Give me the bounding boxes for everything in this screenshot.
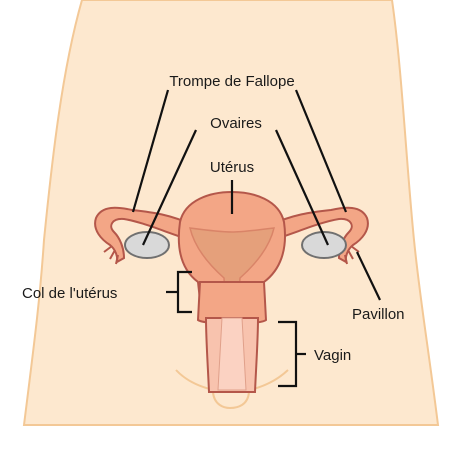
- label-ovaries: Ovaires: [210, 115, 262, 132]
- uterine-cavity: [189, 227, 275, 311]
- leader-lines: [131, 89, 381, 388]
- label-cervix: Col de l'utérus: [22, 285, 117, 302]
- fallopian-leader-left: [131, 89, 170, 213]
- fimbriae-leader: [356, 251, 381, 301]
- right-ovary: [301, 231, 347, 259]
- right-fimbriae: [344, 245, 360, 265]
- left-fimbriae: [103, 245, 119, 265]
- label-uterus: Utérus: [210, 159, 254, 176]
- ovaries-leader-right: [274, 129, 330, 246]
- ovaries-leader-left: [142, 129, 197, 246]
- label-fimbriae: Pavillon: [352, 306, 405, 323]
- label-vagina: Vagin: [314, 347, 351, 364]
- vaginal-canal: [217, 317, 247, 391]
- left-fallopian-tube: [94, 206, 197, 264]
- vulva-outline: [212, 391, 250, 410]
- left-ovary: [124, 231, 170, 259]
- label-fallopian-tube: Trompe de Fallope: [169, 73, 294, 90]
- fallopian-leader-right: [294, 89, 348, 213]
